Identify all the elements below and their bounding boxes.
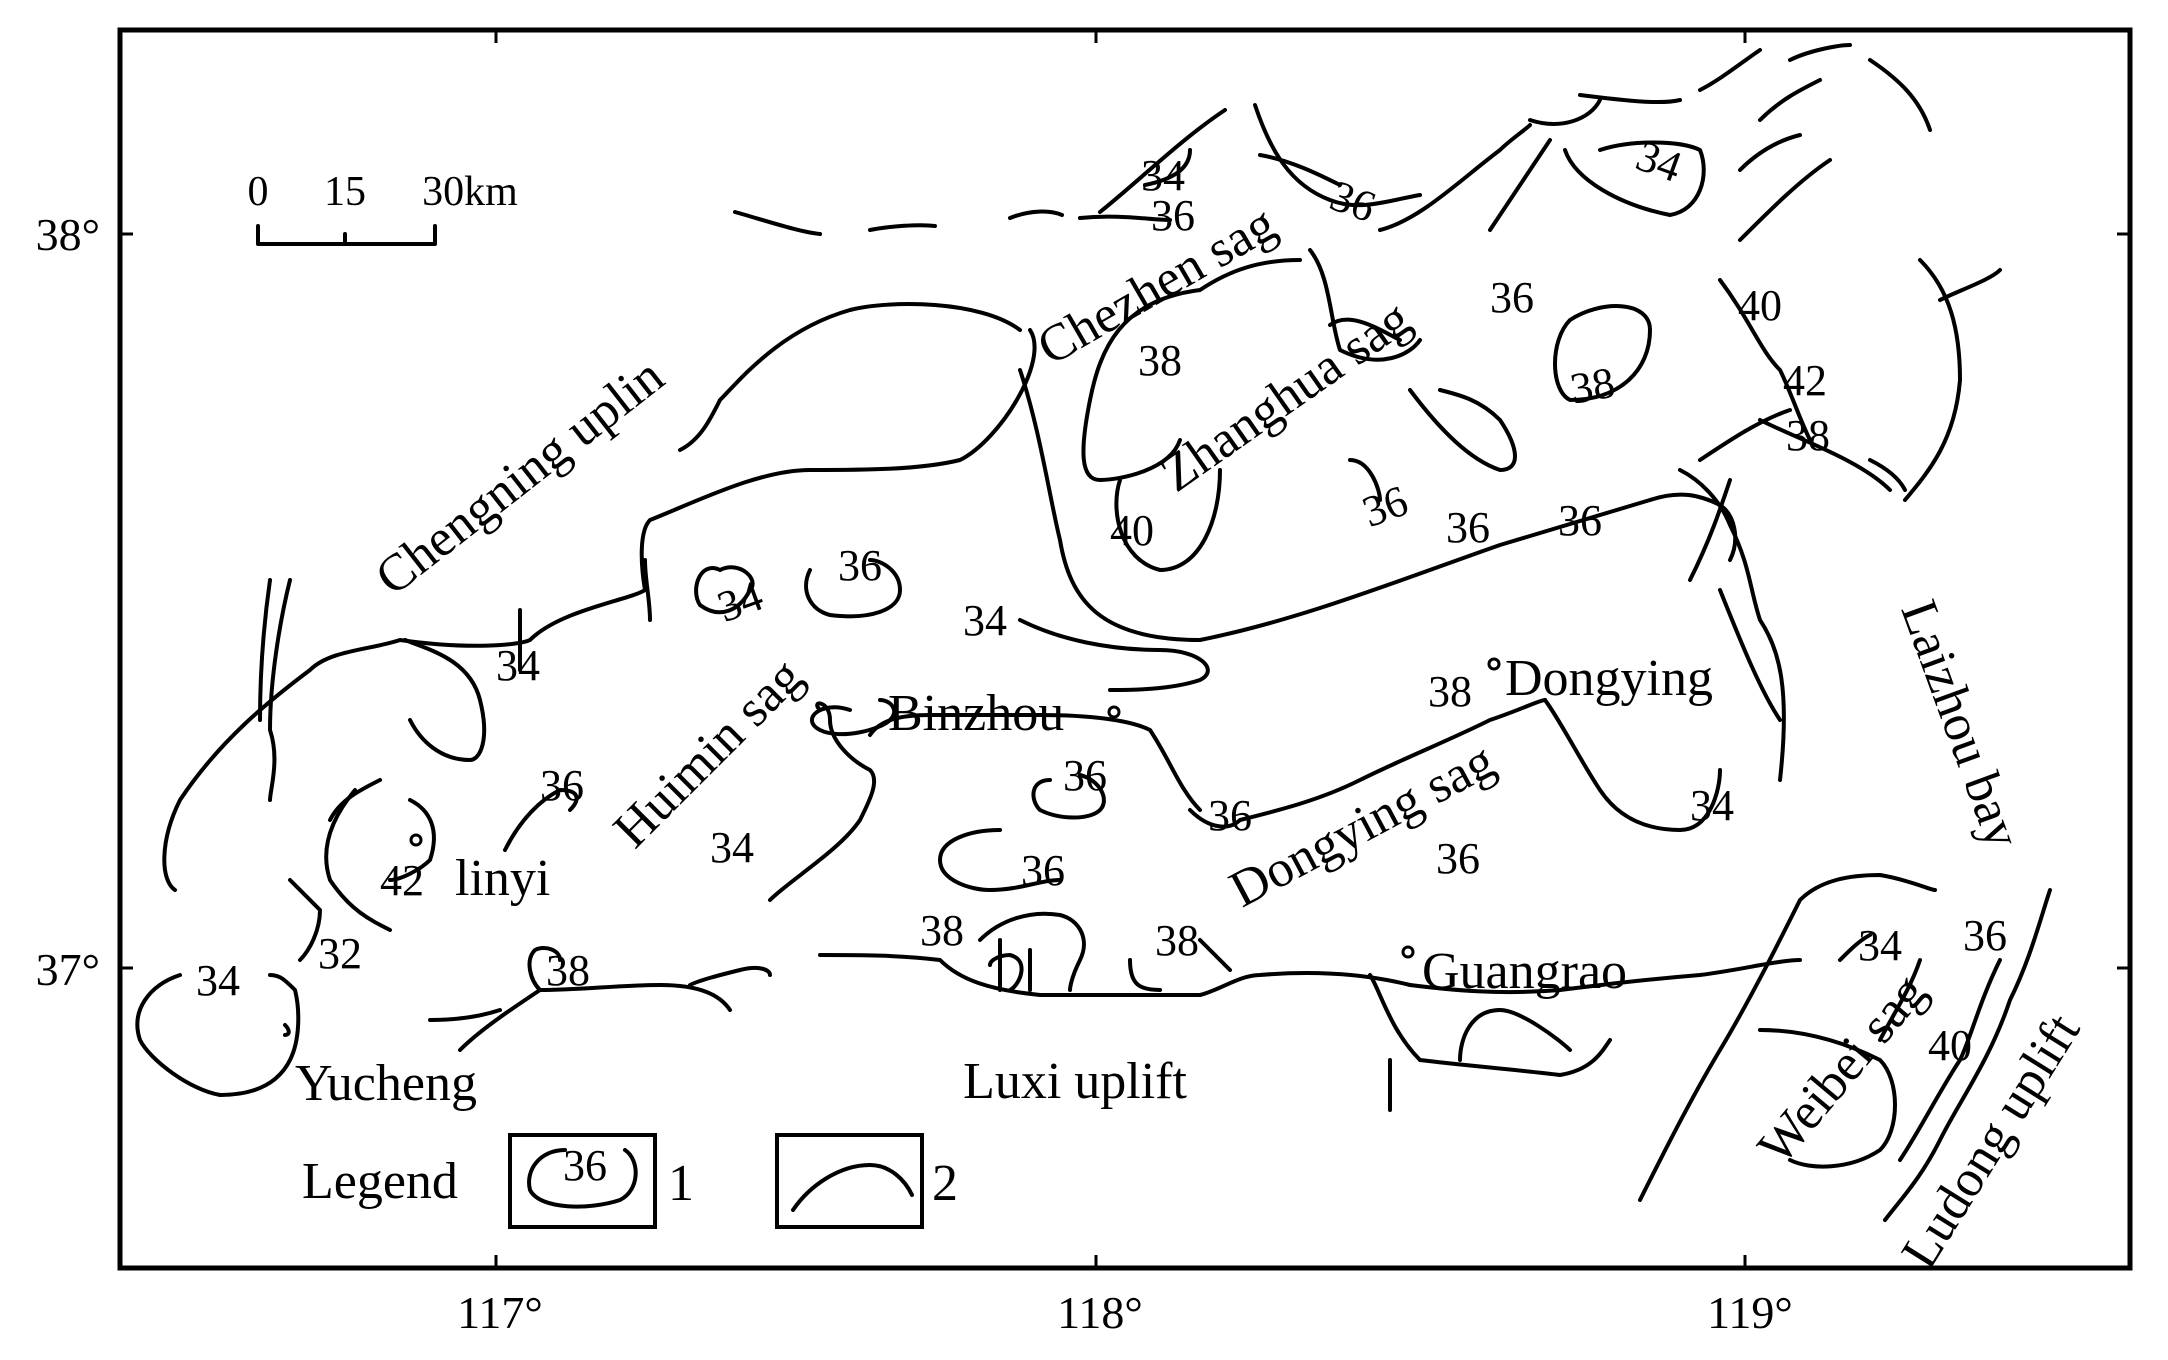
svg-text:32: 32 [318,929,362,978]
svg-text:34: 34 [963,596,1007,645]
region-labels: Chengning uplin Chezhen sag Zhanghua sag… [365,195,2091,1278]
svg-text:15: 15 [324,169,366,215]
svg-text:34: 34 [1858,921,1902,970]
svg-text:36: 36 [1063,751,1107,800]
svg-text:36: 36 [838,541,882,590]
x-tick-119: 119° [1707,1287,1793,1338]
svg-text:42: 42 [380,856,424,905]
legend: Legend 36 1 2 [302,1133,958,1229]
huimin-sag-label: Huimin sag [603,648,814,859]
legend-item2-number: 2 [932,1155,958,1212]
dongying-label: Dongying [1505,650,1713,707]
binzhou-label: Binzhou [888,685,1064,742]
town-labels: Binzhou Dongying linyi Guangrao Yucheng [295,650,1713,1112]
laizhou-bay-label: Laizhou bay [1890,593,2032,855]
svg-text:34: 34 [1141,151,1185,200]
dongying-marker [1487,657,1501,671]
svg-text:34: 34 [196,956,240,1005]
svg-text:38: 38 [1567,358,1619,414]
luxi-uplift-label: Luxi uplift [963,1053,1187,1110]
svg-text:36: 36 [1490,273,1534,322]
svg-text:36: 36 [1436,834,1480,883]
yucheng-label: Yucheng [295,1055,477,1112]
guangrao-label: Guangrao [1422,943,1627,1000]
chengning-uplin-label: Chengning uplin [365,347,674,606]
y-tick-37: 37° [36,944,100,995]
svg-text:36: 36 [1963,911,2007,960]
legend-item1-number: 1 [668,1155,694,1212]
svg-text:30km: 30km [422,169,518,215]
guangrao-marker [1401,945,1415,959]
svg-text:38: 38 [546,946,590,995]
svg-text:38: 38 [1155,916,1199,965]
linyi-label: linyi [455,850,550,907]
y-tick-38: 38° [36,209,100,260]
svg-text:34: 34 [496,641,540,690]
x-tick-118: 118° [1057,1287,1143,1338]
svg-text:34: 34 [710,823,754,872]
svg-text:36: 36 [1021,846,1065,895]
svg-text:40: 40 [1738,281,1782,330]
scale-bar: 0 15 30km [248,169,518,246]
svg-text:34: 34 [1630,131,1688,192]
svg-text:36: 36 [1446,503,1490,552]
svg-text:36: 36 [1208,791,1252,840]
svg-text:36: 36 [1356,476,1414,537]
svg-text:38: 38 [1428,667,1472,716]
legend-box-2 [775,1133,924,1229]
axis-ticks [120,30,2130,1268]
svg-text:36: 36 [1558,496,1602,545]
svg-text:38: 38 [1138,336,1182,385]
binzhou-marker [1107,705,1121,719]
legend-title: Legend [302,1153,458,1210]
svg-text:34: 34 [711,571,769,632]
svg-text:38: 38 [920,906,964,955]
map-frame [117,27,2133,1271]
legend-item1-value: 36 [563,1141,607,1190]
svg-text:40: 40 [1110,506,1154,555]
legend-box-1 [508,1133,657,1229]
zhanghua-sag-label: Zhanghua sag [1150,290,1420,503]
x-tick-117: 117° [457,1287,543,1338]
svg-text:0: 0 [248,169,269,215]
svg-text:40: 40 [1928,1021,1972,1070]
contour-labels: 34 36 36 34 36 38 36 36 40 38 42 38 40 3… [196,131,2007,1070]
svg-text:38: 38 [1786,411,1830,460]
isotherm-lines [135,43,2052,1222]
svg-text:42: 42 [1783,356,1827,405]
svg-text:36: 36 [540,761,584,810]
svg-text:36: 36 [1151,191,1195,240]
svg-text:34: 34 [1690,781,1734,830]
dongying-sag-label: Dongying sag [1221,732,1504,919]
linyi-marker [409,833,423,847]
